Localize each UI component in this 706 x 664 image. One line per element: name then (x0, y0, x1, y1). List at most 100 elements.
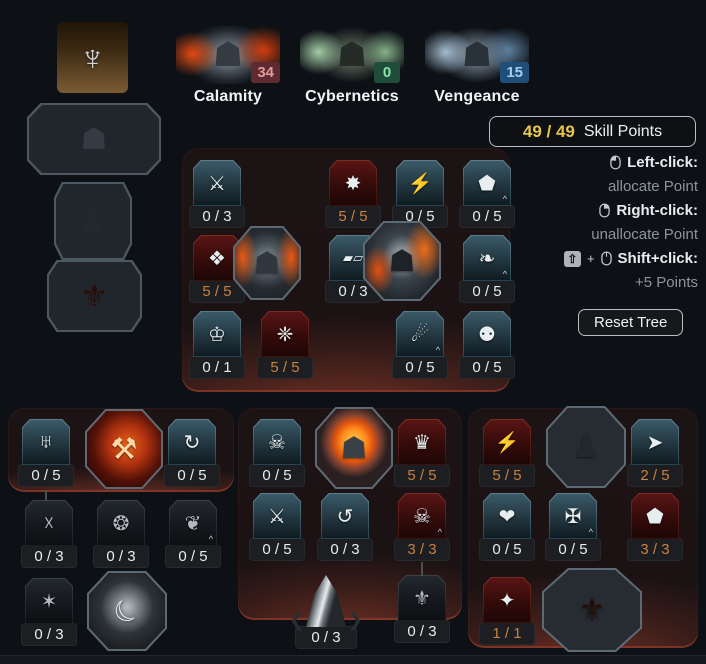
node-immolate[interactable]: ✸5 / 5 (325, 160, 381, 228)
fiery-fist-art-icon: ♟ (78, 203, 108, 239)
stim-pills-icon: ▰▱ (343, 250, 363, 265)
node-skull-ward[interactable]: ☠^3 / 3 (394, 493, 450, 561)
keystone-detonation[interactable]: ☗ (315, 407, 393, 489)
node-winged-shield[interactable]: ⚜0 / 3 (394, 575, 450, 643)
node-points-label: 0 / 1 (189, 356, 245, 379)
cybernetics-points-badge: 0 (374, 62, 400, 83)
tab-vengeance-label: Vengeance (434, 88, 520, 105)
keystone-inferno-emblem[interactable]: ⚜ (542, 568, 642, 652)
left-click-label: Left-click: (627, 154, 698, 171)
node-points-label: 0 / 3 (93, 545, 149, 568)
node-points-label: 0 / 5 (459, 356, 515, 379)
keystone-flame-axe[interactable]: ⚒ (85, 409, 163, 489)
inferno-emblem-art-icon: ⚜ (80, 278, 109, 314)
node-twin-shrapnel[interactable]: ❈5 / 5 (257, 311, 313, 379)
node-points-label: 5 / 5 (394, 464, 450, 487)
upgrade-mark-icon: ^ (502, 269, 507, 279)
shield-stim-icon: ⬟ (646, 505, 664, 528)
tab-vengeance[interactable]: ☗ 15 Vengeance (421, 26, 533, 106)
node-points-label: 0 / 3 (21, 623, 77, 646)
node-burning-wrath[interactable]: ❧ ^0 / 5 (459, 235, 515, 303)
node-battle-charge[interactable]: ⚡0 / 5 (392, 160, 448, 228)
leaf-fist-icon: ❧ (478, 247, 496, 270)
fist-lightning-icon: ⚡ (407, 172, 433, 195)
node-heart-of-fury[interactable]: ❤0 / 5 (479, 493, 535, 561)
sidebar-ability-inferno-emblem[interactable]: ⚜ (47, 260, 142, 332)
berserker-art-icon: ☗ (80, 122, 108, 156)
upgrade-mark-icon: ^ (435, 345, 440, 355)
berserker-bust-icon: ☗ (253, 246, 281, 280)
node-guard-crest[interactable]: ⚔0 / 3 (189, 160, 245, 228)
tab-cybernetics-label: Cybernetics (305, 88, 399, 105)
node-flame-surge[interactable]: ⚡5 / 5 (479, 419, 535, 487)
calamity-points-badge: 34 (251, 62, 280, 83)
plus-sign: + (586, 251, 595, 266)
exploding-head-icon: ☗ (340, 431, 368, 465)
node-dread-visage[interactable]: ♅0 / 5 (18, 419, 74, 487)
node-points-label: 0 / 5 (18, 464, 74, 487)
keystone-detonation-art: ☗ (317, 409, 391, 487)
node-points-label: 0 / 5 (165, 545, 221, 568)
shift-click-label: Shift+click: (617, 250, 698, 267)
node-fireball[interactable]: ☄^0 / 5 (392, 311, 448, 379)
keystone-gray-reaper[interactable]: ☾ (87, 571, 167, 651)
flame-icon: ✸ (344, 172, 362, 195)
node-rocket-punch[interactable]: ➤2 / 5 (627, 419, 683, 487)
node-arms-ward[interactable]: ⚔0 / 5 (249, 493, 305, 561)
skill-points-value: 49 / 49 (522, 121, 575, 141)
shield-crest-icon: ⬟ (478, 172, 496, 195)
node-stim-ward[interactable]: ⬟3 / 3 (627, 493, 683, 561)
help-right-click-row: Right-click: (599, 201, 698, 220)
node-bulwark[interactable]: ⬟^0 / 5 (459, 160, 515, 228)
node-ascendancy[interactable]: ♔0 / 1 (189, 311, 245, 379)
cybernetics-figure-icon: ☗ (336, 36, 368, 74)
keystone-berserker[interactable]: ☗ (233, 226, 301, 300)
skill-points-box: 49 / 49 Skill Points (489, 116, 696, 147)
node-points-label: 0 / 5 (249, 538, 305, 561)
connector-line (421, 562, 423, 576)
node-monolith[interactable]: 0 / 3 (289, 575, 363, 649)
node-points-label: 0 / 3 (317, 538, 373, 561)
cross-spikes-icon: ✠ (564, 505, 582, 528)
skull-shield-icon: ☠ (413, 505, 431, 528)
node-relentless-cycle[interactable]: ↻0 / 5 (164, 419, 220, 487)
sidebar-ability-fiery-fist[interactable]: ♟ (54, 182, 132, 260)
skill-points-label: Skill Points (583, 122, 663, 140)
shift-key-icon: ⇧ (563, 250, 581, 267)
node-points-label: 5 / 5 (479, 464, 535, 487)
vengeance-points-badge: 15 (500, 62, 529, 83)
node-swift-step[interactable]: ❦^0 / 5 (165, 500, 221, 568)
scythe-reaper-icon: ☾ (106, 589, 148, 633)
node-death-mark[interactable]: ☠0 / 5 (249, 419, 305, 487)
keystone-gray-reaper-art: ☾ (89, 573, 165, 649)
node-crushing-fist[interactable]: ✶0 / 3 (21, 578, 77, 646)
keystone-fiery-fist[interactable]: ♟ (546, 406, 626, 488)
tab-cybernetics[interactable]: ☗ 0 Cybernetics (296, 26, 408, 106)
tab-calamity-label: Calamity (193, 88, 263, 105)
inferno-emblem-icon: ⚜ (578, 593, 606, 627)
keystone-flame-warrior[interactable]: ☗ (363, 221, 441, 301)
node-spiral-ward[interactable]: ❂0 / 3 (93, 500, 149, 568)
reset-tree-button[interactable]: Reset Tree (578, 309, 684, 336)
flaming-warrior-icon: ☗ (388, 244, 416, 278)
node-cycle-fist[interactable]: ↺0 / 3 (317, 493, 373, 561)
fiery-fist-icon: ♟ (572, 430, 600, 464)
node-horned-skull[interactable]: ♛5 / 5 (394, 419, 450, 487)
fireball-icon: ☄ (411, 323, 429, 346)
tab-calamity[interactable]: ☗ 34 Calamity (172, 26, 284, 106)
node-ignition[interactable]: ✦1 / 1 (479, 577, 535, 645)
node-spike-burst[interactable]: ✠^0 / 5 (545, 493, 601, 561)
help-shift-click-row: ⇧ + Shift+click: (563, 249, 698, 268)
sidebar-ability-calamity[interactable]: ☗ (27, 103, 161, 175)
node-points-label: 2 / 5 (627, 464, 683, 487)
winged-skull-icon: ☠ (268, 431, 286, 454)
node-points-label: 0 / 5 (459, 280, 515, 303)
right-click-desc: unallocate Point (591, 226, 698, 243)
node-iron-grip[interactable]: ⚉0 / 5 (459, 311, 515, 379)
node-points-label: 0 / 3 (21, 545, 77, 568)
help-panel: Left-click: allocate Point Right-click: … (563, 153, 698, 297)
node-demon-claws[interactable]: ☓0 / 3 (21, 500, 77, 568)
keystone-inferno-emblem-art: ⚜ (544, 570, 640, 650)
shield-swords-icon: ⚔ (208, 172, 226, 195)
